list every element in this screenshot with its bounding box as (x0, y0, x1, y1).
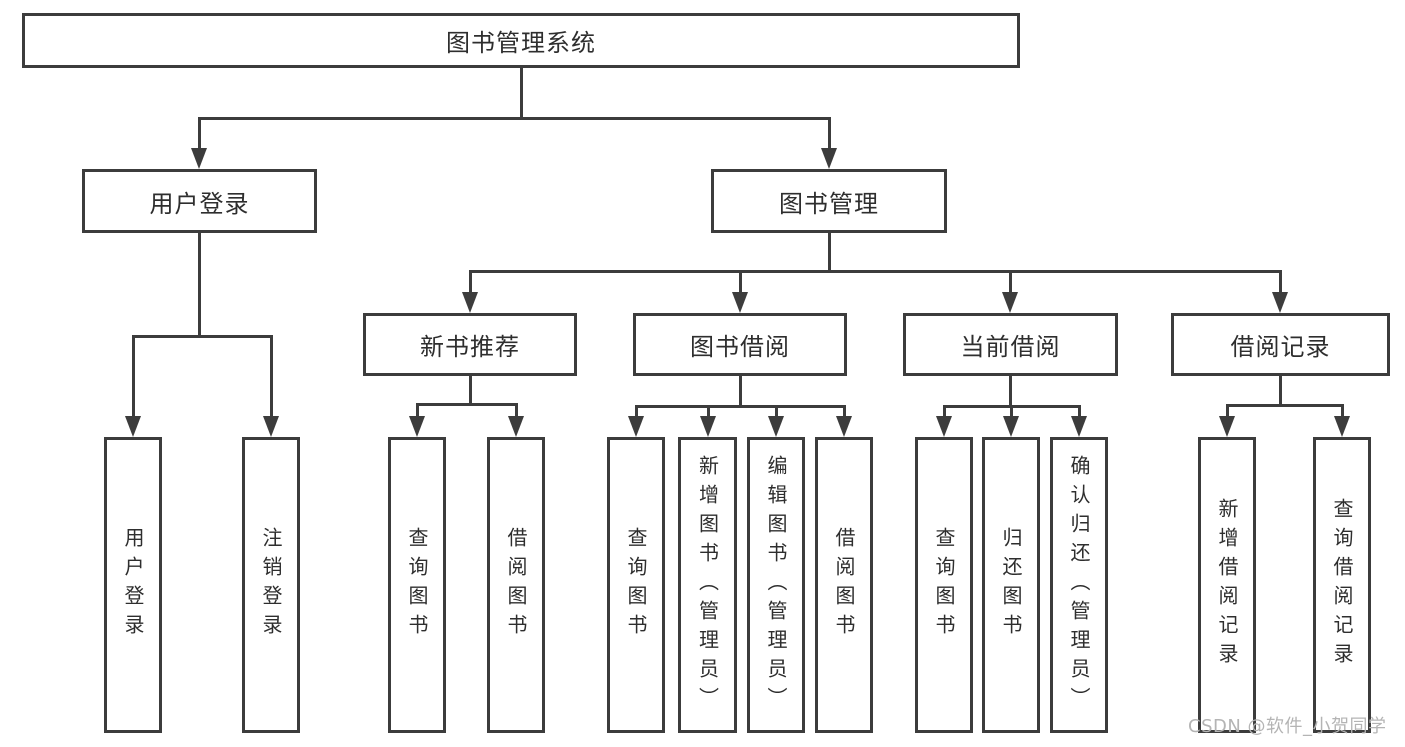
arrow-shaft (774, 406, 778, 419)
node-book-management-branch: 图书管理 (711, 169, 947, 233)
arrow-shaft (197, 118, 201, 151)
arrowhead-icon (935, 416, 952, 437)
leaf-query-books-recommend: 查询图书 (388, 437, 446, 733)
arrowhead-icon (1001, 292, 1018, 313)
connector-line (415, 402, 518, 406)
arrowhead-icon (1218, 416, 1235, 437)
leaf-borrow-books-label: 借阅图书 (832, 527, 856, 643)
arrowhead-icon (820, 148, 837, 169)
arrow-shaft (738, 271, 742, 295)
leaf-edit-books-admin: 编辑图书（管理员） (747, 437, 805, 733)
leaf-add-borrowing-record-label: 新增借阅记录 (1215, 498, 1239, 672)
arrowhead-icon (731, 292, 748, 313)
leaf-query-books-borrowing-label: 查询图书 (624, 527, 648, 643)
leaf-query-borrowing-record-label: 查询借阅记录 (1330, 498, 1354, 672)
node-borrowing-records-label: 借阅记录 (1230, 333, 1331, 361)
leaf-borrow-books-recommend: 借阅图书 (487, 437, 545, 733)
connector-line (1225, 403, 1344, 407)
arrow-shaft (269, 336, 273, 419)
leaf-logout: 注销登录 (242, 437, 300, 733)
arrowhead-icon (262, 416, 279, 437)
leaf-query-books-current-label: 查询图书 (932, 527, 956, 643)
arrow-shaft (514, 404, 518, 419)
connector-line (634, 404, 846, 408)
leaf-return-books: 归还图书 (982, 437, 1040, 733)
leaf-add-borrowing-record: 新增借阅记录 (1198, 437, 1256, 733)
arrow-shaft (1278, 271, 1282, 295)
node-root-library-management-system-label: 图书管理系统 (446, 29, 596, 57)
leaf-borrow-books-recommend-label: 借阅图书 (504, 527, 528, 643)
leaf-borrow-books: 借阅图书 (815, 437, 873, 733)
arrowhead-icon (767, 416, 784, 437)
node-user-login-branch: 用户登录 (82, 169, 317, 233)
leaf-user-login: 用户登录 (104, 437, 162, 733)
node-current-borrowing-label: 当前借阅 (960, 333, 1061, 361)
arrowhead-icon (507, 416, 524, 437)
leaf-query-books-recommend-label: 查询图书 (405, 527, 429, 643)
arrowhead-icon (461, 292, 478, 313)
arrow-shaft (1077, 406, 1081, 419)
arrow-shaft (942, 406, 946, 419)
csdn-watermark: CSDN @软件_小贺同学 (1188, 716, 1387, 737)
leaf-logout-label: 注销登录 (259, 527, 283, 643)
arrowhead-icon (627, 416, 644, 437)
leaf-add-books-admin-label: 新增图书（管理员） (695, 454, 720, 716)
leaf-query-books-borrowing: 查询图书 (607, 437, 665, 733)
leaf-confirm-return-admin: 确认归还（管理员） (1050, 437, 1108, 733)
connector-line (131, 334, 273, 338)
arrow-shaft (634, 406, 638, 419)
node-book-borrowing-label: 图书借阅 (690, 333, 790, 361)
arrowhead-icon (408, 416, 425, 437)
node-book-management-branch-label: 图书管理 (779, 189, 879, 218)
arrowhead-icon (835, 416, 852, 437)
arrow-shaft (842, 406, 846, 419)
node-root-library-management-system: 图书管理系统 (22, 13, 1020, 68)
arrowhead-icon (124, 416, 141, 437)
connector-line (1278, 376, 1282, 405)
arrow-shaft (131, 336, 135, 419)
connector-line (468, 376, 472, 404)
leaf-query-borrowing-record: 查询借阅记录 (1313, 437, 1371, 733)
arrow-shaft (1225, 405, 1229, 419)
node-borrowing-records: 借阅记录 (1171, 313, 1390, 376)
arrowhead-icon (190, 148, 207, 169)
arrowhead-icon (1002, 416, 1019, 437)
node-user-login-branch-label: 用户登录 (149, 189, 250, 218)
arrowhead-icon (1070, 416, 1087, 437)
leaf-confirm-return-admin-label: 确认归还（管理员） (1067, 454, 1091, 716)
arrow-shaft (706, 406, 710, 419)
leaf-edit-books-admin-label: 编辑图书（管理员） (764, 454, 788, 716)
connector-line (738, 376, 742, 406)
node-current-borrowing: 当前借阅 (903, 313, 1118, 376)
connector-line (197, 233, 201, 336)
connector-line (468, 269, 1282, 273)
leaf-query-books-current: 查询图书 (915, 437, 973, 733)
leaf-user-login-label: 用户登录 (121, 527, 145, 643)
arrow-shaft (1340, 405, 1344, 419)
node-new-book-recommendation: 新书推荐 (363, 313, 577, 376)
connector-line (1008, 376, 1012, 406)
leaf-add-books-admin: 新增图书（管理员） (678, 437, 737, 733)
leaf-return-books-label: 归还图书 (999, 527, 1023, 643)
connector-line (519, 68, 523, 118)
connector-line (197, 116, 831, 120)
arrowhead-icon (1333, 416, 1350, 437)
arrow-shaft (1008, 271, 1012, 295)
arrowhead-icon (699, 416, 716, 437)
arrowhead-icon (1271, 292, 1288, 313)
arrow-shaft (1009, 406, 1013, 419)
node-book-borrowing: 图书借阅 (633, 313, 847, 376)
connector-line (827, 233, 831, 271)
arrow-shaft (827, 118, 831, 151)
arrow-shaft (415, 404, 419, 419)
node-new-book-recommendation-label: 新书推荐 (420, 333, 520, 361)
arrow-shaft (468, 271, 472, 295)
